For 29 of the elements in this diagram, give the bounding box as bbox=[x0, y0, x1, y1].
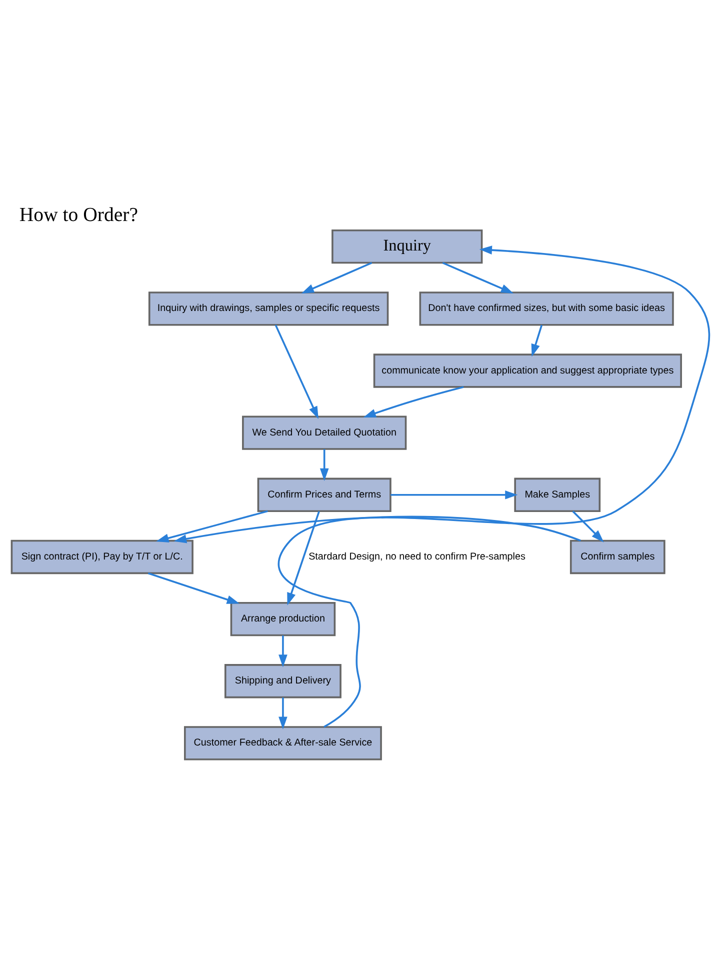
arrow bbox=[442, 262, 514, 293]
node-box: Customer Feedback & After-sale Service bbox=[184, 726, 382, 760]
node-box: Confirm Prices and Terms bbox=[257, 477, 392, 512]
arrow bbox=[174, 515, 581, 543]
node-box: We Send You Detailed Quotation bbox=[242, 415, 407, 450]
node-box: Don't have confirmed sizes, but with some basic ideas bbox=[419, 291, 674, 326]
arrow bbox=[531, 324, 543, 356]
node-box: Inquiry bbox=[332, 228, 483, 264]
arrow bbox=[320, 448, 329, 481]
diagram-title: How to Order? bbox=[19, 204, 138, 226]
node-box: Arrange production bbox=[230, 601, 336, 636]
arrow bbox=[287, 510, 320, 605]
arrow bbox=[278, 697, 288, 729]
arrow bbox=[274, 324, 318, 419]
edge-label: Stardard Design, no need to confirm Pre-samples bbox=[308, 550, 526, 562]
node-box: communicate know your application and suggest appropriate types bbox=[373, 353, 682, 388]
arrow bbox=[363, 386, 464, 417]
arrow bbox=[156, 510, 268, 542]
node-box: Inquiry with drawings, samples or specific requests bbox=[148, 291, 389, 326]
arrow bbox=[148, 572, 240, 604]
arrow bbox=[572, 510, 604, 542]
node-box: Make Samples bbox=[514, 477, 601, 512]
arrow bbox=[278, 634, 288, 667]
arrow bbox=[390, 490, 518, 499]
node-box: Sign contract (PI), Pay by T/T or L/C. bbox=[10, 539, 194, 574]
arrow bbox=[278, 245, 710, 728]
arrow bbox=[301, 262, 372, 293]
node-box: Shipping and Delivery bbox=[224, 664, 342, 698]
node-box: Confirm samples bbox=[570, 539, 666, 574]
